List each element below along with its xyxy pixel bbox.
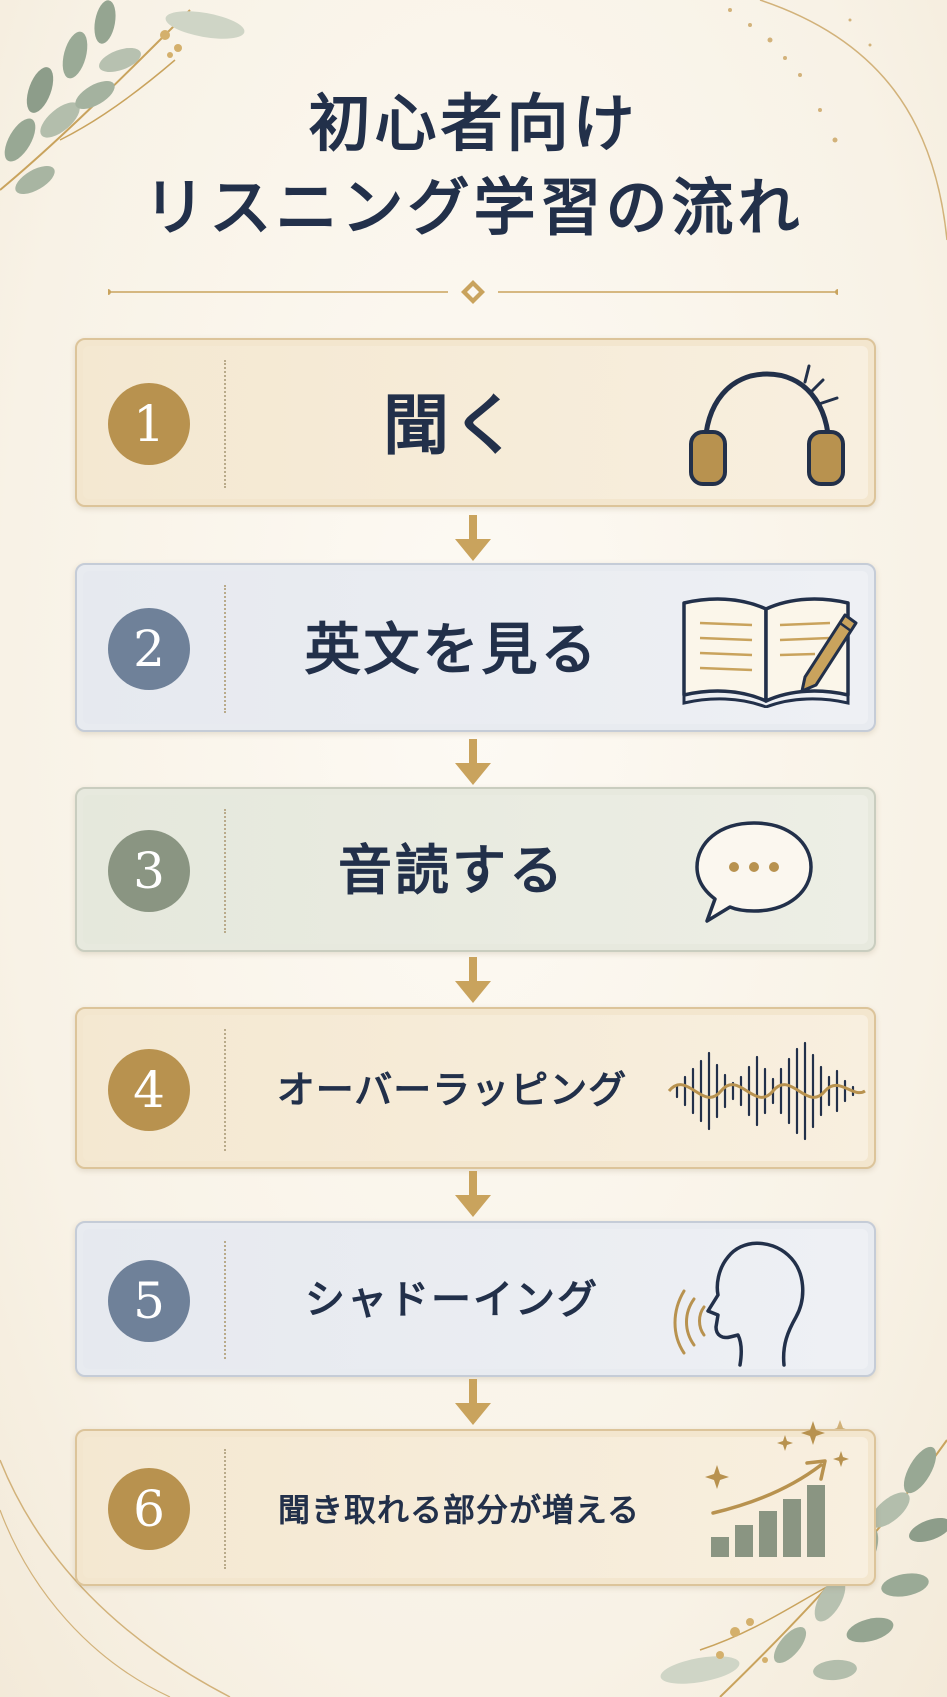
step-5-dotted-divider <box>224 1241 226 1359</box>
step-card-4: 4 オーバーラッピング <box>75 1007 876 1169</box>
arrow-down-icon <box>455 1171 491 1217</box>
step-card-3: 3 音読する <box>75 787 876 952</box>
gold-arc-top-right <box>728 0 947 241</box>
arrow-down-icon <box>455 1379 491 1425</box>
step-6-dotted-divider <box>224 1449 226 1569</box>
leaf-branch-top-left <box>0 0 245 194</box>
step-6-number-badge: 6 <box>108 1468 190 1550</box>
speech-bubble-icon <box>695 821 813 923</box>
arrow-down-icon <box>455 739 491 785</box>
step-4-label: オーバーラッピング <box>276 1067 628 1112</box>
step-5-label: シャドーイング <box>305 1276 599 1323</box>
step-3-label: 音読する <box>338 838 566 902</box>
page-title: 初心者向け リスニング学習の流れ <box>0 82 947 250</box>
title-divider <box>108 280 838 304</box>
step-4-dotted-divider <box>224 1029 226 1151</box>
step-2-dotted-divider <box>224 585 226 713</box>
gold-arc-bottom-left <box>0 1459 231 1697</box>
step-card-5-inner <box>83 1229 868 1369</box>
headphones-icon <box>689 364 845 486</box>
step-card-2: 2 英文を見る <box>75 563 876 732</box>
step-card-1-inner <box>83 346 868 499</box>
step-3-dotted-divider <box>224 809 226 933</box>
step-card-1: 1 聞く <box>75 338 876 507</box>
step-3-number-badge: 3 <box>108 830 190 912</box>
arrow-down-icon <box>455 515 491 561</box>
step-1-number-badge: 1 <box>108 383 190 465</box>
speaking-head-icon <box>673 1241 805 1367</box>
growth-chart-icon <box>705 1421 849 1557</box>
step-card-5: 5 シャドーイング <box>75 1221 876 1377</box>
step-1-dotted-divider <box>224 360 226 488</box>
title-line-2: リスニング学習の流れ <box>143 171 804 244</box>
step-4-number-badge: 4 <box>108 1049 190 1131</box>
step-2-number-badge: 2 <box>108 608 190 690</box>
step-6-label: 聞き取れる部分が増える <box>277 1491 641 1529</box>
title-line-1: 初心者向け <box>308 87 639 160</box>
step-card-4-inner <box>83 1015 868 1161</box>
step-2-label: 英文を見る <box>304 617 600 683</box>
open-book-pencil-icon <box>682 597 858 708</box>
arrow-down-icon <box>455 957 491 1003</box>
step-5-number-badge: 5 <box>108 1260 190 1342</box>
sound-wave-icon <box>667 1041 866 1141</box>
step-1-label: 聞く <box>383 386 521 464</box>
step-card-6: 6 聞き取れる部分が増える <box>75 1421 876 1586</box>
